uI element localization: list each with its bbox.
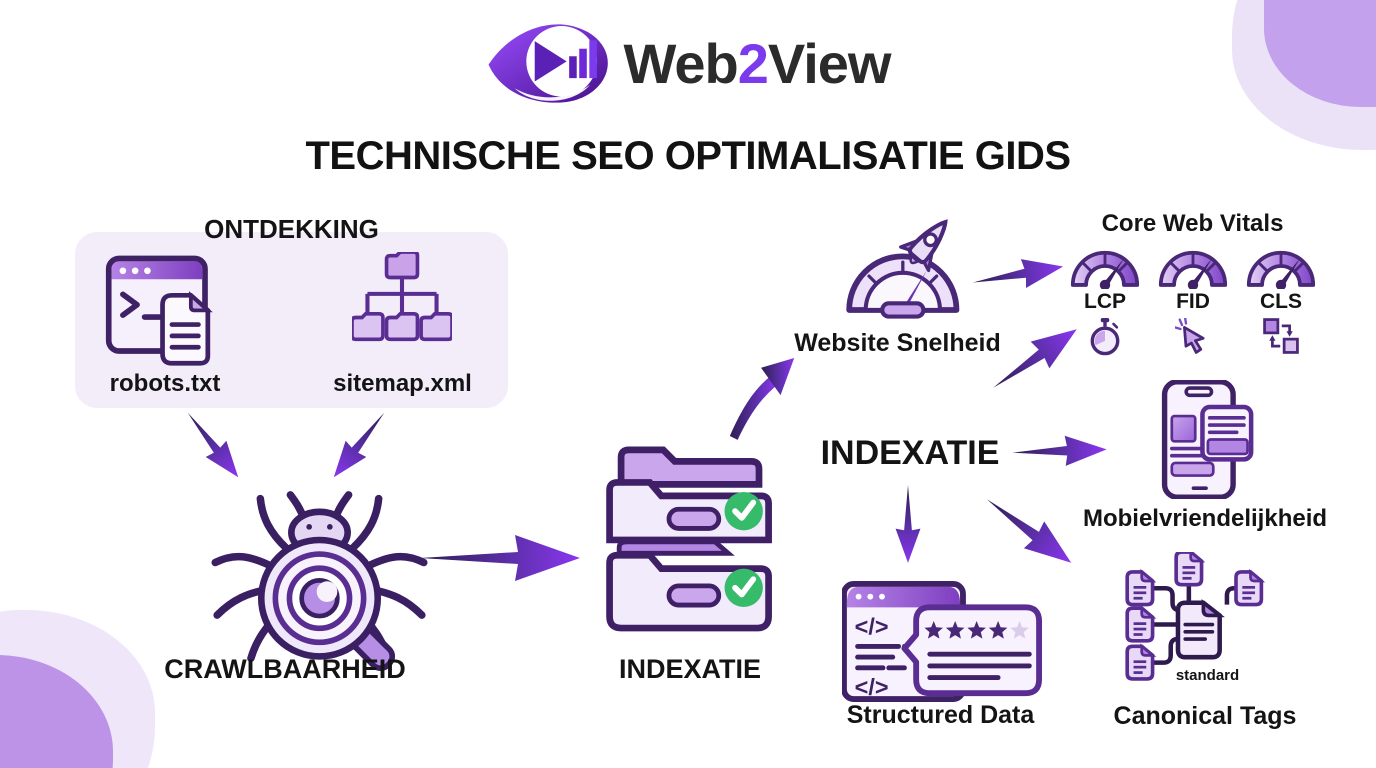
fid-label: FID xyxy=(1176,290,1210,313)
terminal-window-icon xyxy=(105,255,213,366)
arrow-hub-to-canonical-tags xyxy=(976,485,1082,577)
website-snelheid-label: Website Snelheid xyxy=(794,329,1001,357)
sitemap-xml-label: sitemap.xml xyxy=(333,370,472,397)
arrow-hub-to-structured-data xyxy=(895,485,921,563)
arrow-hub-to-cwv-icons xyxy=(983,315,1087,402)
code-review-icon: </> </> xyxy=(842,581,1042,702)
stopwatch-icon xyxy=(1090,318,1120,356)
gauge-icon xyxy=(1070,250,1140,289)
indexatie-label: INDEXATIE xyxy=(618,654,761,684)
indexatie-hub-label: INDEXATIE xyxy=(820,434,1000,472)
brand-wordmark: Web2View xyxy=(623,31,892,96)
canonical-tags-label: Canonical Tags xyxy=(1113,702,1297,730)
gauge-icon xyxy=(1158,250,1228,289)
arrow-snelheid-to-cwv xyxy=(970,252,1066,297)
code-glyph-bottom: </> xyxy=(855,674,889,700)
cwv-metric-lcp: LCP xyxy=(1068,243,1142,357)
speedometer-rocket-icon xyxy=(846,219,960,319)
crawlbaarheid-label: CRAWLBAARHEID xyxy=(164,654,406,684)
cls-label: CLS xyxy=(1260,290,1302,313)
cursor-click-icon xyxy=(1175,318,1205,354)
core-web-vitals-label: Core Web Vitals xyxy=(1101,210,1284,237)
ontdekking-label: ONTDEKKING xyxy=(204,214,379,244)
brand-prefix: Web xyxy=(623,31,739,95)
arrow-hub-to-mobile xyxy=(1011,434,1108,468)
arrow-indexatie-to-snelheid xyxy=(729,358,795,440)
robots-txt-label: robots.txt xyxy=(109,370,221,397)
structured-data-label: Structured Data xyxy=(846,701,1035,729)
web2view-logo-icon xyxy=(488,24,608,103)
mobile-phone-icon xyxy=(1161,380,1254,499)
spider-magnifier-icon xyxy=(211,491,428,671)
arrow-ontdekking-to-crawl-right xyxy=(323,404,395,486)
header: Web2View xyxy=(0,18,1376,108)
standard-badge: standard xyxy=(1175,667,1240,684)
file-cabinet-icon xyxy=(606,446,772,632)
core-web-vitals-group: LCP FID xyxy=(1068,243,1320,357)
brand-suffix: View xyxy=(767,31,892,95)
canonical-docs-icon xyxy=(1125,552,1264,681)
brand-number: 2 xyxy=(737,31,769,95)
cwv-metric-fid: FID xyxy=(1156,243,1230,357)
layout-shift-icon xyxy=(1263,318,1299,354)
sitemap-icon xyxy=(352,252,452,342)
page-title: TECHNISCHE SEO OPTIMALISATIE GIDS xyxy=(305,134,1071,178)
gauge-icon xyxy=(1246,250,1316,289)
mobielvriendelijkheid-label: Mobielvriendelijkheid xyxy=(1082,505,1328,532)
arrow-crawl-to-indexatie xyxy=(420,535,580,581)
lcp-label: LCP xyxy=(1084,290,1126,313)
arrow-ontdekking-to-crawl-left xyxy=(177,404,249,486)
code-glyph-top: </> xyxy=(855,614,889,640)
cwv-metric-cls: CLS xyxy=(1244,243,1318,357)
